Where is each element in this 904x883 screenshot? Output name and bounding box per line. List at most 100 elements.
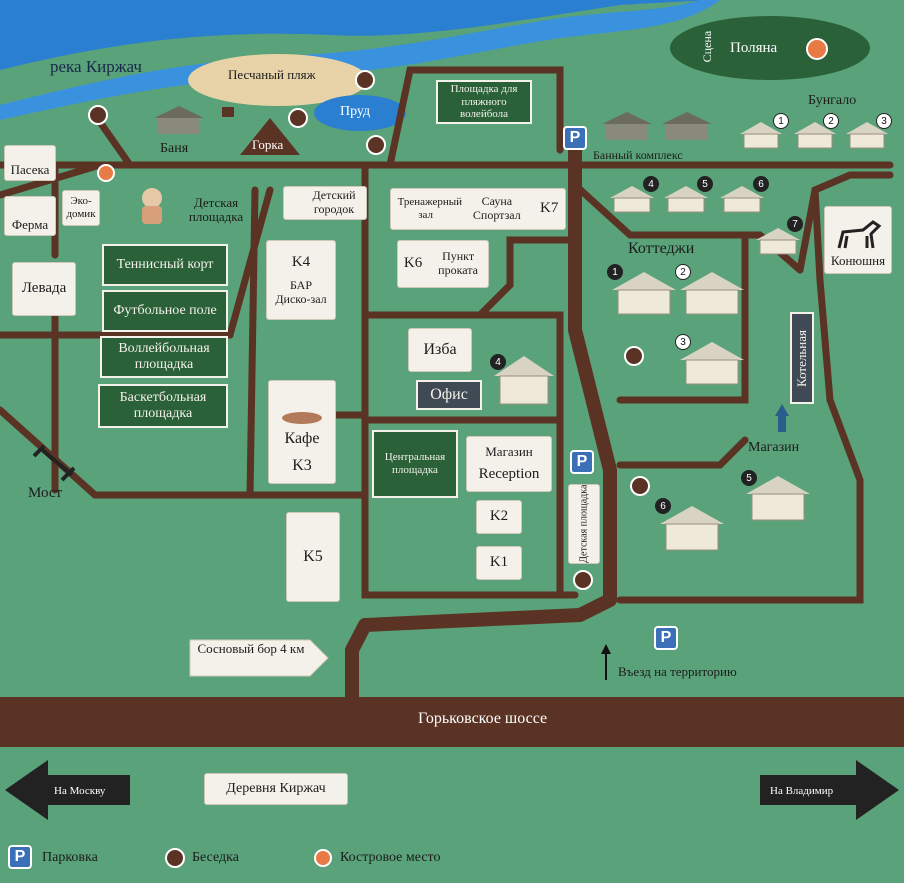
izba-label: Изба: [423, 340, 457, 358]
beach-label: Песчаный пляж: [228, 67, 316, 82]
cottage-s6-icon: [660, 506, 724, 557]
gorka-label: Горка: [252, 137, 284, 152]
village-sign: Деревня Киржач: [204, 773, 348, 805]
cottage-number: 6: [753, 176, 769, 192]
k5-box[interactable]: K5: [286, 512, 340, 602]
apiary-box[interactable]: Пасека: [4, 145, 56, 181]
shop-label: Магазин: [748, 440, 800, 455]
stable-box[interactable]: Конюшня: [824, 206, 892, 274]
banya-label: Баня: [160, 141, 189, 156]
kids-town-label: Детский городок: [312, 188, 356, 216]
cottage-4-icon: [610, 186, 654, 219]
boiler-label: Котельная: [793, 329, 809, 387]
kids-town-box[interactable]: Детский городок: [283, 186, 367, 220]
k6-label: K6: [403, 255, 423, 272]
football-field[interactable]: Футбольное поле: [102, 290, 228, 332]
river-label: река Киржач: [50, 57, 142, 76]
kids-playground2-label: Детская площадка: [578, 484, 590, 564]
gazebo-icon: [630, 476, 650, 496]
beach-volleyball-area[interactable]: Площадка для пляжного волейбола: [436, 80, 532, 124]
cottage-2-icon: [680, 272, 744, 321]
cottage-number: 6: [655, 498, 671, 514]
legend-parking-icon: P: [8, 845, 32, 869]
cottage-number: 5: [741, 470, 757, 486]
legend-parking-label: Парковка: [42, 850, 98, 865]
gazebo-icon: [88, 105, 108, 125]
farm-box[interactable]: Ферма: [4, 196, 56, 236]
entrance-label: Въезд на территорию: [618, 664, 737, 679]
fire-place-glade: [806, 38, 828, 60]
k2-box[interactable]: K2: [476, 500, 522, 534]
gazebo-icon: [366, 135, 386, 155]
bungalo-1-icon: [740, 122, 782, 155]
izba-house-icon: [494, 356, 554, 411]
cafe-label: Кафе: [284, 430, 320, 448]
cottage-1-icon: [612, 272, 676, 321]
bath-complex-house-icon: [600, 110, 715, 147]
banya-house-icon: [152, 104, 206, 141]
levada-box[interactable]: Левада: [12, 262, 76, 316]
gym-sauna-box[interactable]: Тренажерный зал Сауна Спортзал K7: [390, 188, 566, 230]
to-moscow-label: На Москву: [54, 785, 106, 797]
cottage-number: 7: [787, 216, 803, 232]
basketball-court[interactable]: Баскетбольная площадка: [98, 384, 228, 428]
cottage-s5-icon: [746, 476, 810, 527]
horse-icon: [837, 220, 882, 249]
bungalo-number: 1: [773, 113, 789, 129]
cottage-3-icon: [680, 342, 744, 391]
cafe-food-icon: [282, 412, 322, 425]
k1-box[interactable]: K1: [476, 546, 522, 580]
glade-label: Поляна: [730, 40, 778, 56]
gazebo-icon: [355, 70, 375, 90]
farm-label: Ферма: [11, 216, 49, 232]
gazebo-icon: [573, 570, 593, 590]
cafe-box[interactable]: Кафе K3: [268, 380, 336, 484]
parking-sign: P: [654, 626, 678, 650]
apiary-label: Пасека: [10, 161, 50, 177]
to-vladimir-label: На Владимир: [770, 785, 834, 797]
cottage-number: 5: [697, 176, 713, 192]
pine-forest-label: Сосновый бор 4 км: [197, 641, 305, 656]
tennis-court[interactable]: Теннисный корт: [102, 244, 228, 286]
k2-label: K2: [489, 508, 509, 525]
reception-box[interactable]: Магазин Reception: [466, 436, 552, 492]
bungalo-number: 3: [876, 113, 892, 129]
bungalo-2-icon: [794, 122, 836, 155]
k7-label: K7: [540, 200, 559, 217]
parking-sign: P: [570, 450, 594, 474]
office-box[interactable]: Офис: [416, 380, 482, 410]
legend-fire-icon: [314, 849, 332, 867]
kids-playground2-box[interactable]: Детская площадка: [568, 484, 600, 564]
parking-sign: P: [563, 126, 587, 150]
k4-label: K4: [291, 253, 311, 270]
legend-gazebo-icon: [165, 848, 185, 868]
reception-label: Reception: [478, 465, 540, 482]
gym-label: Тренажерный зал: [397, 196, 463, 221]
cottage-number: 3: [675, 334, 691, 350]
cottage-7-icon: [756, 228, 800, 261]
village-label: Деревня Киржач: [226, 780, 326, 796]
central-square[interactable]: Центральная площадка: [372, 430, 458, 498]
cottage-6-icon: [720, 186, 764, 219]
cottages-label: Коттеджи: [628, 240, 695, 257]
cottage-number: 2: [675, 264, 691, 280]
izba-box[interactable]: Изба: [408, 328, 472, 372]
kids-playground-label: Детская площадка: [188, 195, 244, 225]
legend-fire-label: Костровое место: [340, 850, 441, 865]
eco-house-box[interactable]: Эко-домик: [62, 190, 100, 226]
bar-box[interactable]: K4 БАР Диско-зал: [266, 240, 336, 320]
rental-label: Пункт проката: [438, 249, 478, 277]
cottage-number: 4: [643, 176, 659, 192]
sauna-label: Сауна Спортзал: [472, 194, 521, 222]
bridge-label: Мост: [28, 485, 63, 501]
cottage-number: 1: [607, 264, 623, 280]
bungalo-label: Бунгало: [808, 93, 857, 108]
rental-box[interactable]: K6 Пункт проката: [397, 240, 489, 288]
fire-place-icon: [97, 164, 115, 182]
kids-icon: [134, 186, 170, 231]
gazebo-icon: [288, 108, 308, 128]
boiler-box: Котельная: [790, 312, 814, 404]
bath-complex-label: Банный комплекс: [593, 148, 683, 162]
volleyball-court[interactable]: Воллейбольная площадка: [100, 336, 228, 378]
